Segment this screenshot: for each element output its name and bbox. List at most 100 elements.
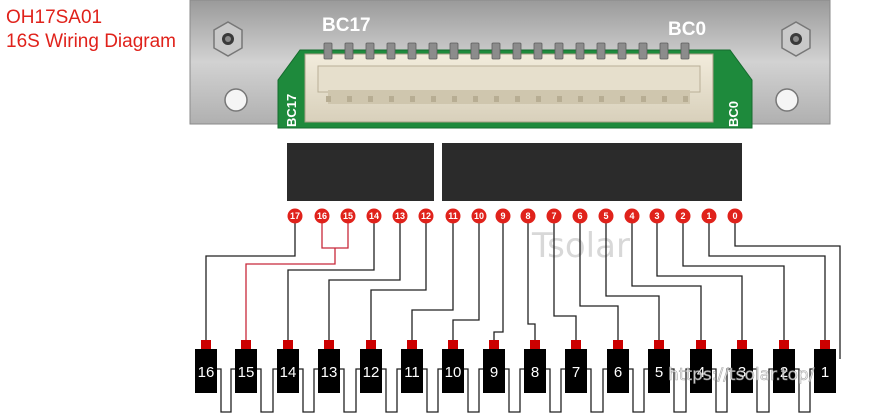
pin-15: 15	[340, 208, 356, 224]
cell-body	[524, 349, 546, 393]
wire	[257, 368, 277, 413]
connector-slot	[452, 96, 457, 102]
wire	[287, 223, 375, 349]
pin-label: 8	[525, 211, 530, 221]
connector	[304, 42, 714, 123]
cell-terminal	[696, 340, 706, 350]
pin-4: 4	[624, 208, 640, 224]
pin-label: 12	[421, 211, 431, 221]
wire	[382, 368, 401, 413]
pin-3: 3	[649, 208, 665, 224]
connector-label-right: BC0	[668, 19, 706, 40]
cell-body	[277, 349, 299, 393]
pcb-silk-left: BC17	[284, 94, 299, 127]
pin-5: 5	[598, 208, 614, 224]
label-block-left	[287, 143, 434, 201]
connector-contact	[470, 42, 480, 60]
url-watermark: https://tsolar.top/	[668, 365, 815, 385]
wire	[205, 223, 296, 349]
pin-dot	[701, 208, 717, 224]
wire	[670, 368, 690, 413]
cell-13: 13	[318, 340, 340, 393]
connector-contact	[512, 42, 522, 60]
pin-dot	[445, 208, 461, 224]
cell-16: 16	[195, 340, 217, 393]
connector-contact	[428, 42, 438, 60]
wire	[753, 368, 773, 413]
connector-contact	[491, 42, 501, 60]
connector-slot	[389, 96, 394, 102]
pin-17: 17	[287, 208, 303, 224]
pin-10: 10	[471, 208, 487, 224]
pin-label: 7	[551, 211, 556, 221]
wire	[340, 368, 360, 413]
pin-dot	[572, 208, 588, 224]
pin-11: 11	[445, 208, 461, 224]
cell-terminal	[654, 340, 664, 350]
wire	[328, 223, 401, 349]
wire	[464, 368, 483, 413]
cell-terminal	[820, 340, 830, 350]
connector-contact	[596, 42, 606, 60]
diagram-title: OH17SA01 16S Wiring Diagram	[6, 6, 176, 54]
cell-label: 4	[697, 364, 705, 381]
cell-8: 8	[524, 340, 546, 393]
wire	[411, 223, 454, 349]
wire	[795, 368, 814, 413]
cell-6: 6	[607, 340, 629, 393]
cell-terminal	[241, 340, 251, 350]
cell-body	[565, 349, 587, 393]
cell-terminal	[571, 340, 581, 350]
wire	[527, 223, 536, 349]
cell-3: 3	[731, 340, 753, 393]
pin-7: 7	[546, 208, 562, 224]
cell-terminal	[201, 340, 211, 350]
label-block-right	[442, 143, 742, 201]
cell-terminal	[324, 340, 334, 350]
pin-dot	[624, 208, 640, 224]
connector-slot	[578, 96, 583, 102]
connector-label-left: BC17	[322, 15, 371, 36]
pin-label: 13	[395, 211, 405, 221]
connector-slot	[557, 96, 562, 102]
connector-slot	[473, 96, 478, 102]
cell-10: 10	[442, 340, 464, 393]
pin-label: 1	[706, 211, 711, 221]
pin-label: 17	[290, 211, 300, 221]
pin-label: 2	[680, 211, 685, 221]
pin-dot	[675, 208, 691, 224]
pcb-silk-right: BC0	[726, 101, 741, 127]
pin-2: 2	[675, 208, 691, 224]
cell-body	[814, 349, 836, 393]
connector-slot	[599, 96, 604, 102]
connector-slot	[494, 96, 499, 102]
cell-terminal	[366, 340, 376, 350]
pin-12: 12	[418, 208, 434, 224]
cell-label: 7	[572, 364, 580, 381]
pin-label: 5	[603, 211, 608, 221]
cell-body	[318, 349, 340, 393]
pin-label: 15	[343, 211, 353, 221]
mount-hole-right	[775, 88, 799, 112]
connector-slot	[620, 96, 625, 102]
cell-label: 12	[363, 364, 380, 381]
cell-body	[648, 349, 670, 393]
cell-label: 1	[821, 364, 829, 381]
wire	[605, 223, 660, 349]
pin-dot	[418, 208, 434, 224]
cell-terminal	[779, 340, 789, 350]
pin-label: 3	[654, 211, 659, 221]
pin-dot	[392, 208, 408, 224]
cell-15: 15	[235, 340, 257, 393]
connector-contact	[659, 42, 669, 60]
cell-body	[235, 349, 257, 393]
cell-terminal	[407, 340, 417, 350]
connector-contact	[638, 42, 648, 60]
cell-4: 4	[690, 340, 712, 393]
cell-body	[773, 349, 795, 393]
pin-label: 4	[629, 211, 634, 221]
pin-dot	[471, 208, 487, 224]
cell-body	[401, 349, 423, 393]
